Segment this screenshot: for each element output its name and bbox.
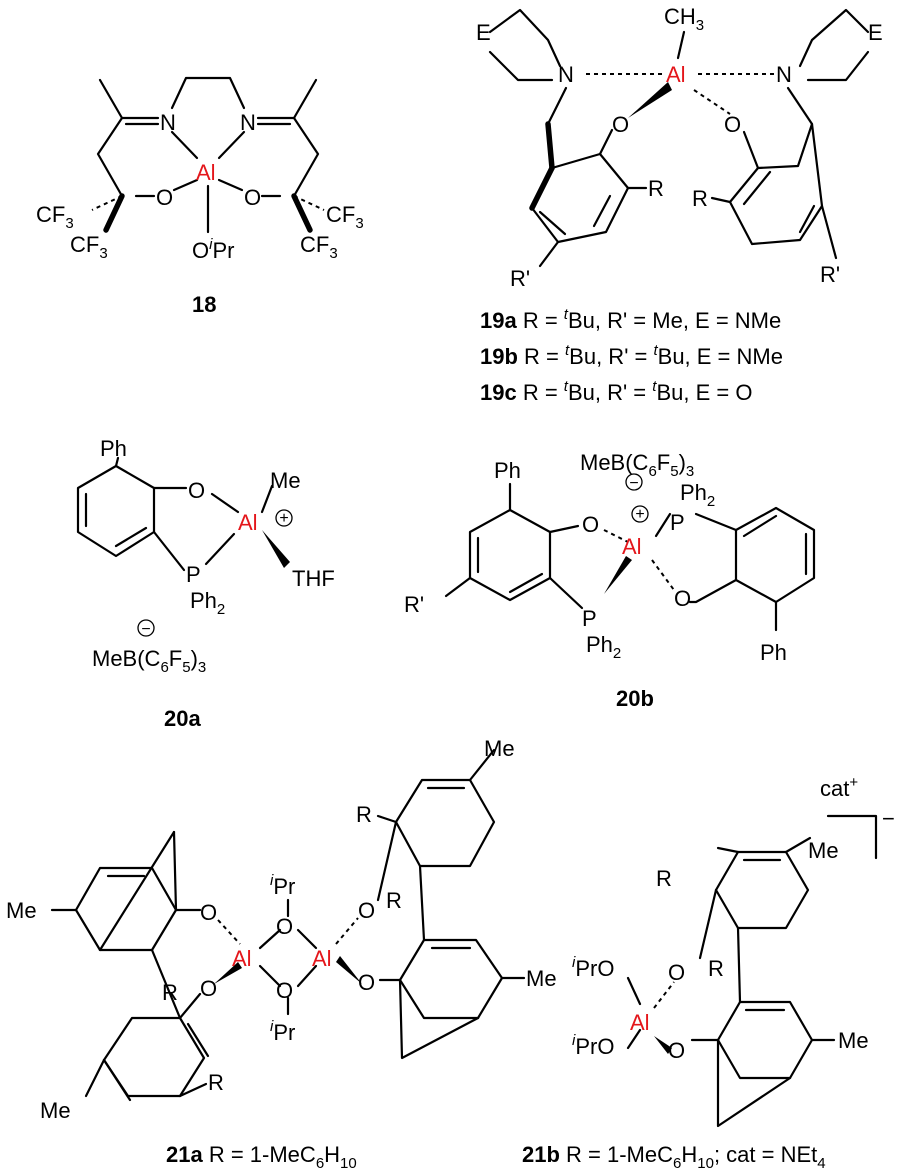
c21b-methyl-top: Me: [808, 838, 839, 863]
compound-18: N N Al O O CF3 CF3 CF3 CF3 OiPr 18: [36, 76, 364, 317]
c18-n-left: N: [160, 110, 176, 135]
c19-methyl: CH3: [664, 4, 704, 34]
c21a-methyl-left-top: Me: [6, 898, 37, 923]
c19-n-right: N: [776, 62, 792, 87]
c20a-phenyl: Ph: [100, 436, 127, 461]
compound-21b: cat+ − Me R O O R Al iPrO iPrO Me 21b R …: [522, 774, 895, 1172]
c19-aluminium: Al: [666, 62, 686, 87]
c21a-r-right-top: R: [356, 802, 372, 827]
c20b-plus-sign: +: [635, 506, 644, 523]
c19-o-left: O: [612, 112, 629, 137]
c19-n-left: N: [558, 62, 574, 87]
c21a-methyl-right-top: Me: [484, 736, 515, 761]
c21b-cation: cat+: [820, 774, 858, 801]
c19-rprime-left: R': [510, 266, 530, 291]
c18-o-right: O: [244, 185, 261, 210]
c21a-aluminium-right: Al: [312, 946, 332, 971]
c21a-methyl-right-bottom: Me: [526, 966, 557, 991]
c18-isopropoxide: OiPr: [192, 236, 234, 263]
c21b-isopropoxide-top: iPrO: [572, 954, 614, 981]
c18-n-right: N: [240, 110, 256, 135]
c21b-aluminium: Al: [630, 1010, 650, 1035]
c21a-oxygen-4: O: [358, 970, 375, 995]
c21a-oxygen-bridge-bottom: O: [276, 978, 293, 1003]
c20b-diphenyl-bottom: Ph2: [586, 632, 621, 662]
c20a-oxygen: O: [188, 478, 205, 503]
c18-cf3-left-top: CF3: [36, 202, 74, 232]
c21b-r-top: R: [656, 866, 672, 891]
c20b-phenyl-top: Ph: [494, 458, 521, 483]
c21a-r-left: R: [162, 980, 178, 1005]
c19-o-right: O: [724, 112, 741, 137]
c20b-oxygen-right: O: [674, 586, 691, 611]
c18-aluminium: Al: [196, 160, 216, 185]
c20a-plus-charge-icon: [275, 509, 293, 527]
c19b-caption: 19b R = tBu, R' = tBu, E = NMe: [480, 342, 783, 369]
c21a-oxygen-bridge-top: O: [276, 914, 293, 939]
c18-cf3-left-bottom: CF3: [70, 232, 108, 262]
c18-cf3-right-bottom: CF3: [300, 232, 338, 262]
c20a-diphenyl: Ph2: [190, 588, 225, 618]
c20b-rprime: R': [404, 592, 424, 617]
c20b-minus-charge-icon: [625, 473, 643, 491]
c21a-oxygen-2: O: [200, 976, 217, 1001]
c19-e-left: E: [476, 20, 491, 45]
c21b-isopropoxide-bottom: iPrO: [572, 1032, 614, 1059]
c19a-caption: 19a R = tBu, R' = Me, E = NMe: [480, 306, 781, 333]
c20a-phosphorus: P: [186, 562, 201, 587]
c21a-methyl-left-bottom: Me: [40, 1098, 71, 1123]
c21a-oxygen-1: O: [200, 900, 217, 925]
c21a-oxygen-3: O: [358, 898, 375, 923]
c19-r-left: R: [648, 176, 664, 201]
compound-20a: Ph O Me Al + THF P Ph2 − MeB(C6F5)3 20a: [76, 436, 335, 731]
c19-r-right: R: [692, 186, 708, 211]
c20b-phenyl-bottom: Ph: [760, 640, 787, 665]
c19c-caption: 19c R = tBu, R' = tBu, E = O: [480, 378, 752, 405]
c20b-label: 20b: [616, 686, 654, 711]
c21a-isopropyl-top: iPr: [270, 872, 295, 899]
c20b-phosphorus-right: P: [670, 510, 685, 535]
c21a-isopropyl-bottom: iPr: [270, 1018, 295, 1045]
c20b-oxygen-left: O: [582, 512, 599, 537]
c21a-aluminium-left: Al: [232, 946, 252, 971]
c20a-counteranion: MeB(C6F5)3: [92, 646, 206, 676]
c18-o-left: O: [156, 185, 173, 210]
c18-cf3-right-top: CF3: [326, 202, 364, 232]
c21b-oxygen-top: O: [668, 960, 685, 985]
c21b-minus-sign: −: [882, 806, 895, 831]
c20b-plus-charge-icon: [631, 505, 649, 523]
c20b-aluminium: Al: [622, 534, 642, 559]
compound-21a: Me O O Al Al O O iPr iPr O O R R Me R R …: [6, 736, 557, 1172]
c18-label: 18: [192, 292, 216, 317]
c20a-methyl: Me: [270, 468, 301, 493]
c20a-label: 20a: [164, 706, 201, 731]
c20b-phosphorus-left: P: [582, 606, 597, 631]
c20b-minus-sign: −: [629, 475, 638, 492]
c21b-methyl-bottom: Me: [838, 1028, 869, 1053]
c20a-plus-sign: +: [279, 510, 288, 527]
c21b-caption: 21b R = 1-MeC6H10; cat = NEt4: [522, 1142, 826, 1172]
c19-rprime-right: R': [820, 262, 840, 287]
compound-19: E E N N CH3 Al O O R R R' R' 19a R = tBu…: [476, 4, 883, 405]
c21b-oxygen-bottom: O: [668, 1038, 685, 1063]
c20a-minus-charge-icon: [137, 619, 155, 637]
c20b-counteranion: MeB(C6F5)3: [580, 450, 694, 480]
c21b-r-bottom: R: [708, 956, 724, 981]
c21a-r-right: R: [386, 888, 402, 913]
c21a-caption: 21a R = 1-MeC6H10: [166, 1142, 357, 1172]
c20a-aluminium: Al: [238, 510, 258, 535]
c20b-diphenyl-top: Ph2: [680, 480, 715, 510]
c19-e-right: E: [868, 20, 883, 45]
c20a-minus-sign: −: [141, 621, 150, 638]
c21a-r-left-bottom: R: [208, 1070, 224, 1095]
c20a-thf: THF: [292, 566, 335, 591]
compound-20b: Ph O Al + MeB(C6F5)3 − Ph2 P O P Ph2 R' …: [404, 450, 816, 711]
